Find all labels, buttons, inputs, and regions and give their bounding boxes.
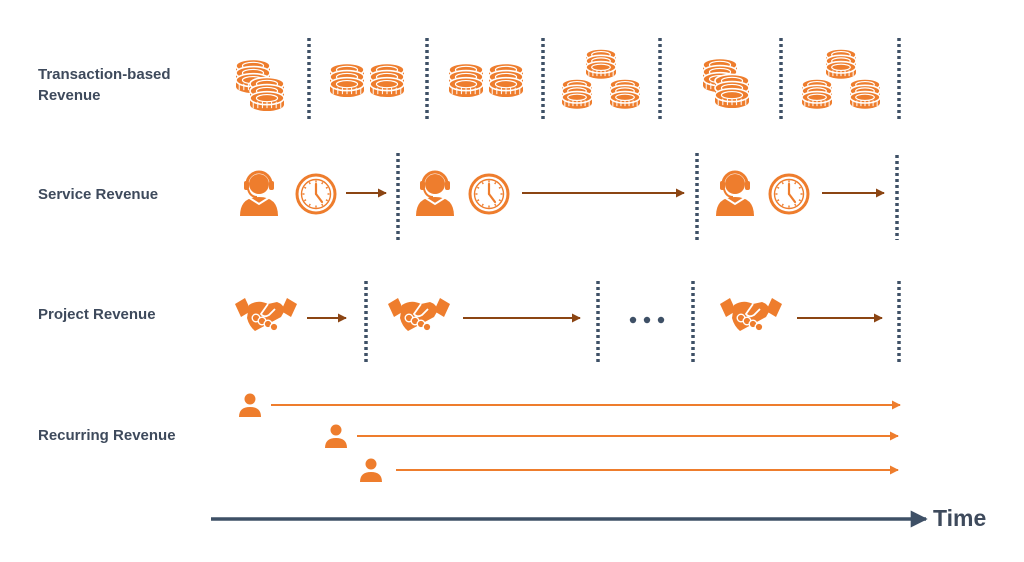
clock-icon bbox=[295, 173, 337, 215]
person-icon bbox=[360, 458, 382, 482]
ellipsis-icon bbox=[657, 316, 665, 324]
coin-stack-icon bbox=[329, 62, 405, 98]
handshake-icon bbox=[235, 298, 297, 332]
clock-icon bbox=[768, 173, 810, 215]
headset-agent-icon bbox=[416, 170, 454, 216]
ellipsis-icon bbox=[629, 316, 637, 324]
headset-agent-icon bbox=[716, 170, 754, 216]
headset-agent-icon bbox=[240, 170, 278, 216]
coin-stack-icon bbox=[561, 48, 641, 109]
row-label-project: Project Revenue bbox=[38, 306, 156, 323]
person-icon bbox=[239, 393, 261, 417]
coin-stack-icon bbox=[801, 48, 881, 109]
coin-stack-icon bbox=[448, 62, 524, 98]
row-label-transaction: Transaction-based Revenue bbox=[38, 66, 171, 104]
ellipsis-icon bbox=[643, 316, 651, 324]
time-axis-label: Time bbox=[933, 505, 987, 531]
row-label-service: Service Revenue bbox=[38, 186, 159, 203]
person-icon bbox=[325, 424, 347, 448]
handshake-icon bbox=[720, 298, 782, 332]
coin-stack-icon bbox=[702, 57, 750, 109]
row-label-recurring: Recurring Revenue bbox=[38, 427, 176, 444]
clock-icon bbox=[468, 173, 510, 215]
coin-stack-icon bbox=[235, 58, 285, 112]
handshake-icon bbox=[388, 298, 450, 332]
